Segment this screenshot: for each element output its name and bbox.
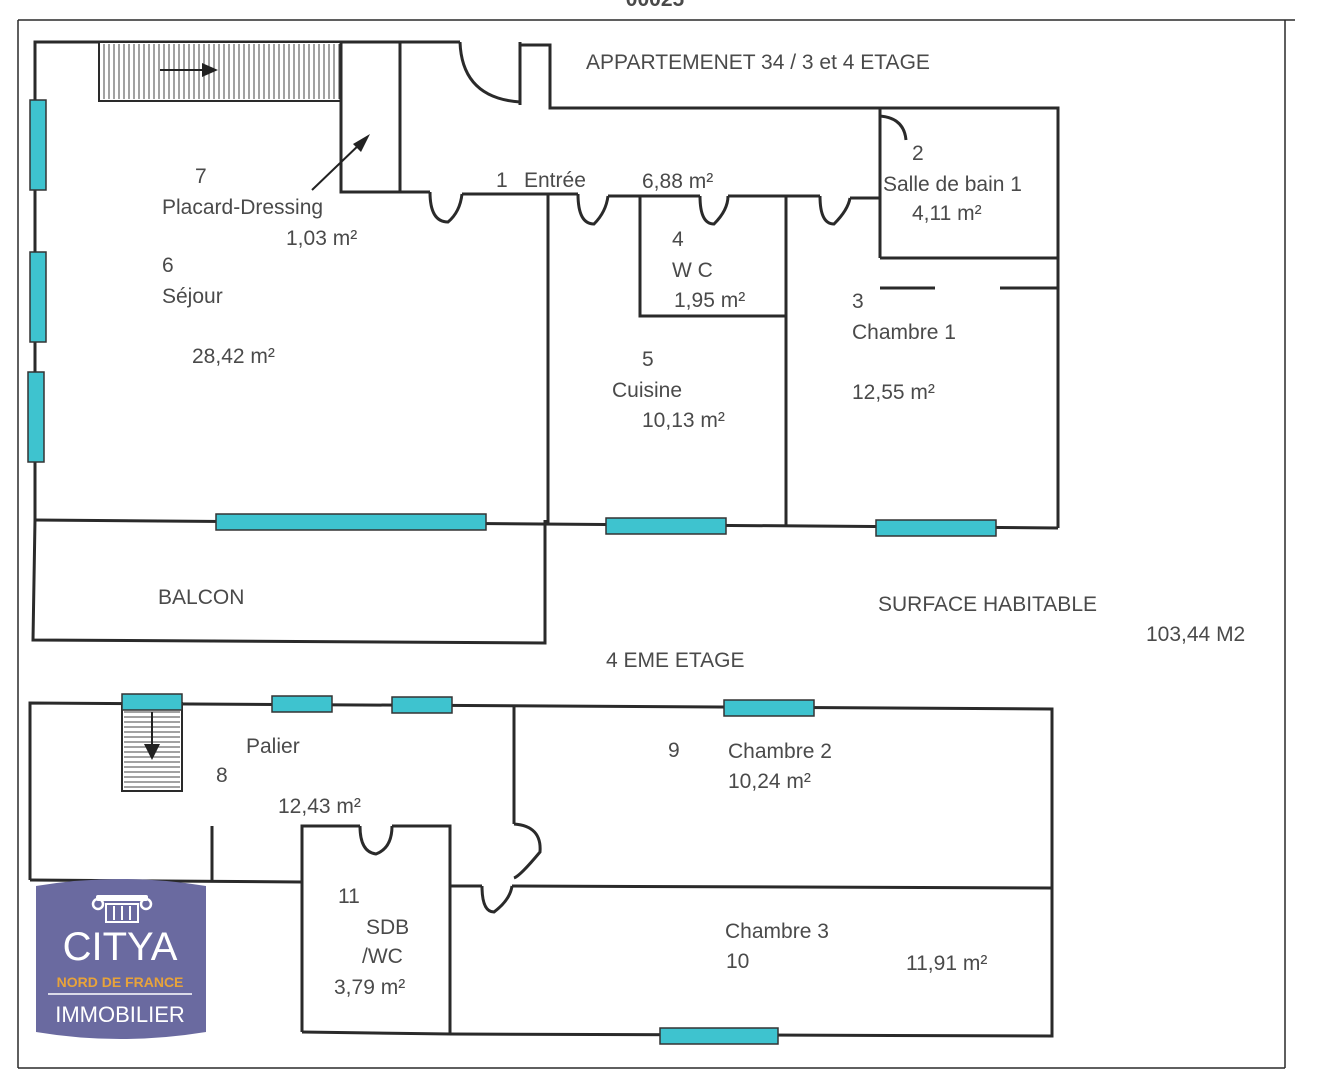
room-name-palier: Palier xyxy=(246,735,300,758)
surface-label: SURFACE HABITABLE xyxy=(878,593,1097,616)
balcony-outline xyxy=(31,519,547,645)
room-num-wc: 4 xyxy=(672,228,684,251)
door-swing-wc xyxy=(698,195,730,226)
window-chambre3 xyxy=(659,1027,779,1045)
room-name-placard: Placard-Dressing xyxy=(162,196,323,219)
placard-pointer xyxy=(311,141,363,191)
window-lower-3 xyxy=(391,696,453,714)
sdbwc-walls-right xyxy=(301,824,452,1036)
room-area-cuisine: 10,13 m² xyxy=(642,409,725,432)
citya-logo: CITYA NORD DE FRANCE IMMOBILIER xyxy=(36,879,206,1039)
room-area-palier: 12,43 m² xyxy=(278,795,361,818)
room-name-chambre3: Chambre 3 xyxy=(725,920,829,943)
room-num-chambre3: 10 xyxy=(726,950,749,973)
window-west-3 xyxy=(27,371,45,463)
room-name-entree: Entrée xyxy=(524,169,586,192)
room-area-sejour: 28,42 m² xyxy=(192,345,275,368)
door-swing-sejour xyxy=(428,191,464,224)
window-chambre2 xyxy=(723,699,815,717)
door-swing-chambre3 xyxy=(480,885,514,914)
room-name-cuisine: Cuisine xyxy=(612,379,682,402)
door-swing-chambre1 xyxy=(818,195,852,226)
header-code: 00025 xyxy=(626,0,685,11)
logo-tagline: IMMOBILIER xyxy=(55,1002,185,1027)
room-area-sdb1: 4,11 m² xyxy=(912,202,982,225)
door-swing-cuisine xyxy=(576,193,610,226)
room-num-sdbwc: 11 xyxy=(338,885,360,908)
room-num-placard: 7 xyxy=(195,165,207,188)
room-name-chambre2: Chambre 2 xyxy=(728,740,832,763)
balcony-label: BALCON xyxy=(158,586,244,609)
lower-floor xyxy=(28,693,1054,1045)
room-num-sdb1: 2 xyxy=(912,142,924,165)
stairs-arrowhead-upper xyxy=(202,63,218,77)
room-num-chambre1: 3 xyxy=(852,290,864,313)
room-num-palier: 8 xyxy=(216,764,228,787)
window-lower-1 xyxy=(121,693,183,711)
door-swing-chambre2 xyxy=(513,822,542,880)
room-name-sdbwc-1: SDB xyxy=(366,916,409,939)
room-area-chambre1: 12,55 m² xyxy=(852,381,935,404)
window-west-1 xyxy=(29,99,47,191)
level-label: 4 EME ETAGE xyxy=(606,649,744,672)
lower-outer-walls xyxy=(28,701,1054,1038)
plan-title: APPARTEMENET 34 / 3 et 4 ETAGE xyxy=(586,51,930,74)
window-west-2 xyxy=(29,251,47,343)
room-name-wc: W C xyxy=(672,259,713,282)
window-cuisine xyxy=(605,517,727,535)
placard-wall xyxy=(339,42,400,194)
logo-region: NORD DE FRANCE xyxy=(57,974,184,990)
room-num-cuisine: 5 xyxy=(642,348,654,371)
sdbwc-walls xyxy=(300,824,360,1032)
room-name-chambre1: Chambre 1 xyxy=(852,321,956,344)
room-num-chambre2: 9 xyxy=(668,739,680,762)
room-name-sejour: Séjour xyxy=(162,285,223,308)
logo-name: CITYA xyxy=(63,925,178,969)
room-name-sdb1: Salle de bain 1 xyxy=(883,173,1022,196)
room-area-chambre3: 11,91 m² xyxy=(906,952,987,975)
window-chambre1 xyxy=(875,519,997,537)
stairs-upper xyxy=(98,41,342,102)
window-lower-2 xyxy=(271,695,333,713)
sdb1-door-swing xyxy=(879,114,908,141)
logo-badge xyxy=(36,879,206,1039)
window-sejour xyxy=(215,513,487,531)
wall-west-north xyxy=(33,40,460,520)
room-area-chambre2: 10,24 m² xyxy=(728,770,811,793)
placard-pointer-head xyxy=(353,134,370,152)
column-icon xyxy=(91,895,153,923)
entry-door-swing xyxy=(458,41,521,104)
room-area-sdbwc: 3,79 m² xyxy=(334,976,405,999)
surface-value: 103,44 M2 xyxy=(1146,623,1245,646)
wc-walls xyxy=(638,196,786,318)
upper-floor xyxy=(27,40,1060,645)
room-area-wc: 1,95 m² xyxy=(674,289,745,312)
stairs-arrowhead-lower xyxy=(144,744,160,760)
room-num-sejour: 6 xyxy=(162,254,174,277)
wall-north-east xyxy=(520,43,1060,528)
stair-treads-upper xyxy=(103,44,340,99)
door-swing-sdbwc xyxy=(358,825,394,856)
room-name-sdbwc-2: /WC xyxy=(362,945,403,968)
room-area-placard: 1,03 m² xyxy=(286,227,357,250)
room-num-entree: 1 xyxy=(496,169,508,192)
room-area-entree: 6,88 m² xyxy=(642,170,713,193)
chambre3-wall-top xyxy=(511,884,1053,890)
